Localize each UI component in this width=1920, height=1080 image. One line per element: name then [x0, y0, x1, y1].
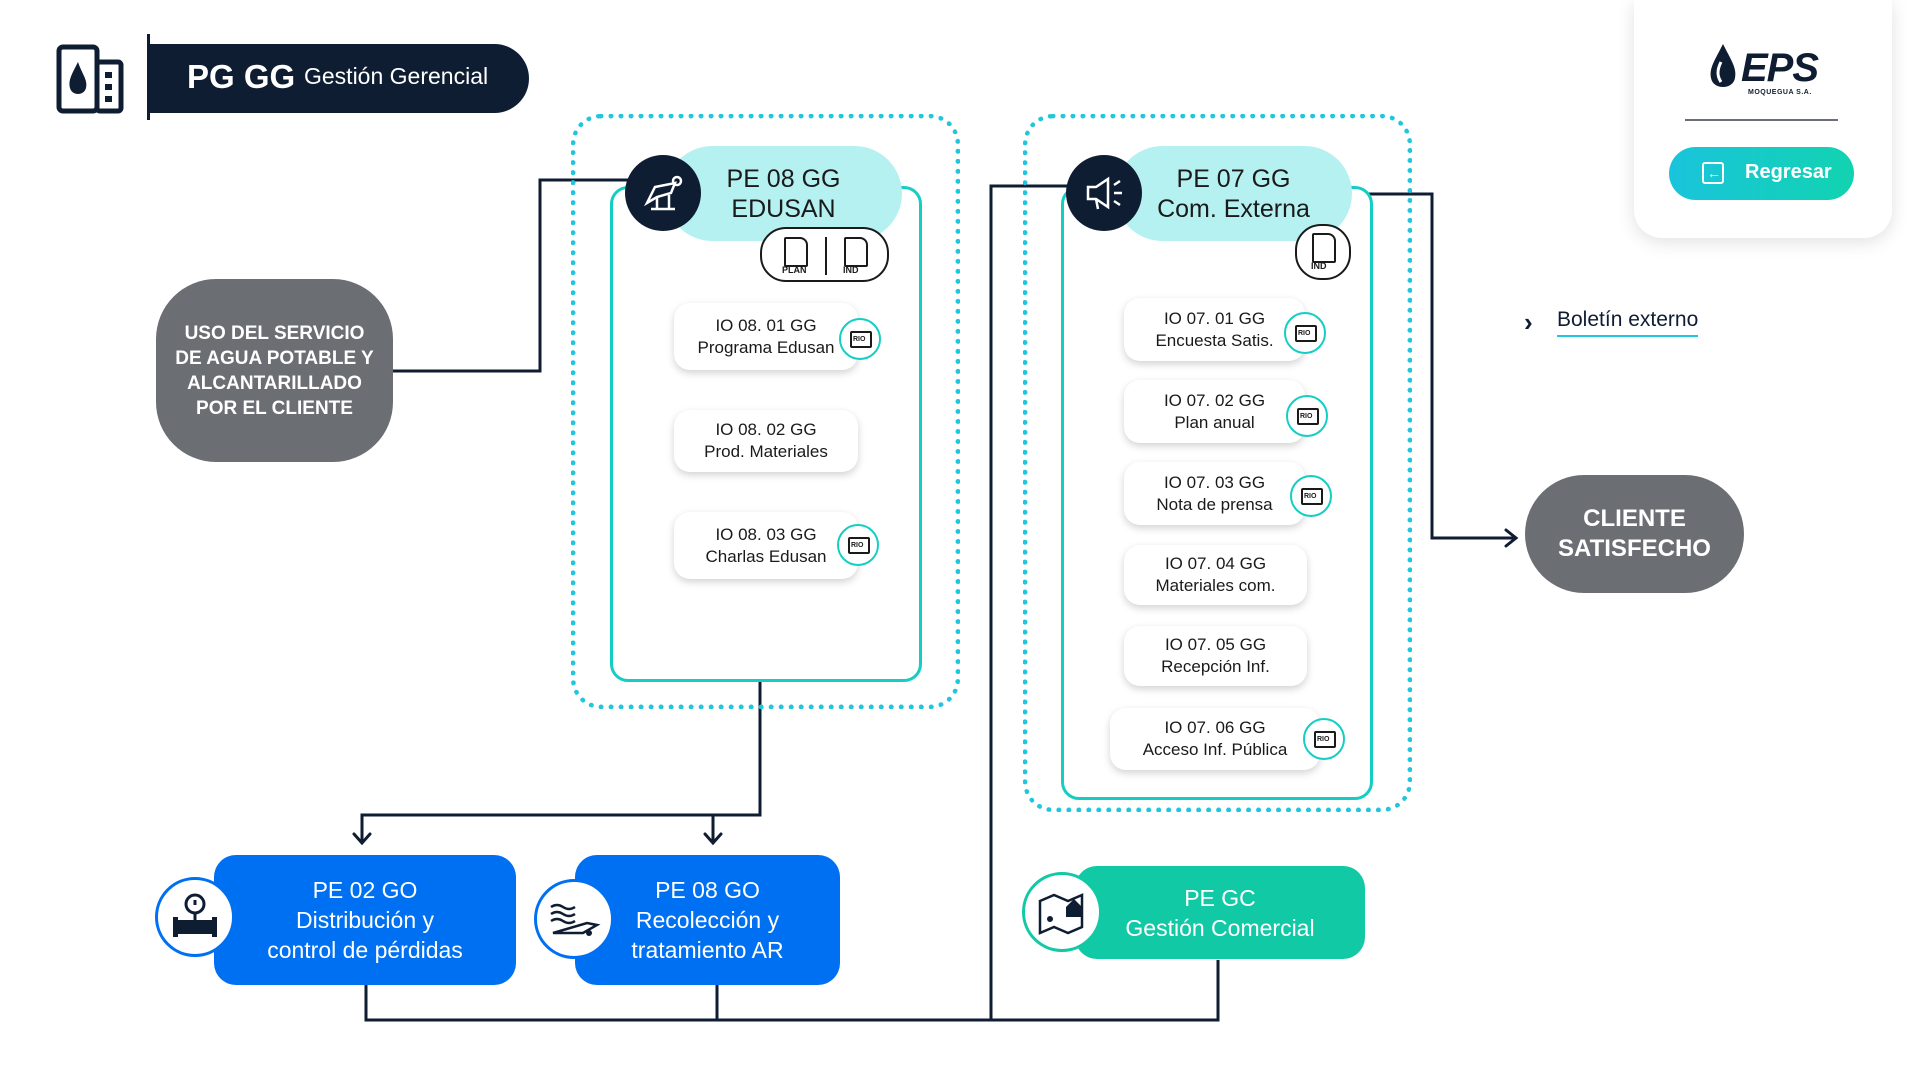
commercial-map-icon [1022, 872, 1102, 952]
megaphone-icon [1066, 155, 1142, 231]
item-name: Recepción Inf. [1161, 657, 1270, 676]
pe02-line2: control de pérdidas [267, 937, 463, 963]
pe02-process[interactable]: PE 02 GO Distribución y control de pérdi… [214, 855, 516, 985]
output-node-label: CLIENTE SATISFECHO [1558, 505, 1711, 562]
rio-folder-icon[interactable]: RIO [1284, 312, 1326, 354]
pe02-line1: Distribución y [295, 907, 435, 933]
pe08go-line1: Recolección y [635, 907, 780, 933]
edusan-item-2[interactable]: IO 08. 02 GG Prod. Materiales [674, 410, 858, 472]
pegc-process[interactable]: PE GC Gestión Comercial [1075, 866, 1365, 959]
comext-item-5[interactable]: IO 07. 05 GG Recepción Inf. [1124, 626, 1307, 686]
rio-folder-icon[interactable]: RIO [839, 318, 881, 360]
connector-edusan-down [360, 680, 762, 842]
item-name: Prod. Materiales [704, 442, 828, 461]
connector-bottom-bus [364, 960, 1220, 1022]
rio-label: RIO [851, 542, 864, 549]
rio-label: RIO [1298, 330, 1311, 337]
pe08go-code: PE 08 GO [655, 877, 760, 903]
comext-item-3[interactable]: IO 07. 03 GG Nota de prensa [1124, 462, 1305, 525]
edusan-doc-pill: PLAN IND [760, 227, 889, 282]
comext-item-4[interactable]: IO 07. 04 GG Materiales com. [1124, 545, 1307, 605]
comext-item-2[interactable]: IO 07. 02 GG Plan anual [1124, 380, 1305, 443]
header-divider [147, 34, 150, 120]
rio-label: RIO [1300, 413, 1313, 420]
item-code: IO 07. 06 GG [1164, 718, 1266, 737]
plan-doc-label: PLAN [782, 265, 807, 275]
comext-item-6[interactable]: IO 07. 06 GG Acceso Inf. Pública [1110, 708, 1320, 770]
back-arrow-icon: ← [1702, 162, 1724, 184]
rio-label: RIO [1317, 736, 1330, 743]
back-button[interactable]: ← Regresar [1669, 147, 1854, 200]
comext-item-1[interactable]: IO 07. 01 GG Encuesta Satis. [1124, 298, 1305, 361]
output-node: CLIENTE SATISFECHO [1525, 475, 1744, 593]
pegc-line1: Gestión Comercial [1125, 914, 1315, 941]
rio-folder-icon[interactable]: RIO [837, 524, 879, 566]
edusan-item-3[interactable]: IO 08. 03 GG Charlas Edusan [674, 512, 858, 579]
connector-bus-to-comext [989, 184, 1072, 1020]
edusan-code: PE 08 GG [726, 164, 841, 193]
item-name: Charlas Edusan [705, 546, 827, 566]
ind-doc-label: IND [1311, 261, 1327, 271]
rio-label: RIO [853, 336, 866, 343]
logo: EPS [1741, 46, 1819, 90]
pe08go-process[interactable]: PE 08 GO Recolección y tratamiento AR [575, 855, 840, 985]
rio-label: RIO [1304, 493, 1317, 500]
input-node-label: USO DEL SERVICIO DE AGUA POTABLE Y ALCAN… [175, 322, 374, 419]
edusan-process[interactable]: PE 08 GG EDUSAN [665, 146, 902, 241]
building-icon [56, 44, 126, 119]
item-code: IO 07. 05 GG [1164, 635, 1267, 654]
arrowhead-cliente [1504, 528, 1519, 548]
header-banner [149, 44, 529, 113]
arrowhead-pe02 [352, 832, 372, 846]
connector-input-to-edusan [393, 178, 632, 373]
ind-doc-icon[interactable] [1312, 233, 1336, 263]
pe02-code: PE 02 GO [312, 877, 418, 903]
item-name: Nota de prensa [1156, 494, 1273, 514]
item-name: Encuesta Satis. [1155, 330, 1274, 350]
chevron-right-icon: › [1524, 307, 1533, 337]
edusan-group [571, 114, 960, 709]
process-name: Gestión Gerencial [304, 63, 489, 89]
connector-comext-to-cliente [1365, 192, 1515, 540]
panel-divider [1685, 119, 1838, 121]
boletin-link[interactable]: Boletín externo [1557, 308, 1699, 337]
wastewater-icon [534, 879, 614, 959]
item-name: Acceso Inf. Pública [1142, 740, 1288, 759]
item-name: Materiales com. [1155, 576, 1276, 595]
plan-doc-icon[interactable] [784, 237, 808, 267]
item-name: Programa Edusan [697, 337, 835, 357]
item-code: IO 07. 04 GG [1164, 554, 1267, 573]
comext-group [1023, 114, 1412, 812]
item-code: IO 08. 02 GG [715, 420, 817, 439]
edusan-teaching-icon [625, 155, 701, 231]
back-button-label: Regresar [1745, 161, 1832, 183]
item-code: IO 07. 02 GG [1163, 390, 1266, 410]
comext-doc-pill: IND [1295, 224, 1351, 280]
arrowhead-pe08go [703, 832, 723, 846]
comext-name: Com. Externa [1157, 194, 1310, 223]
pe08go-line2: tratamiento AR [631, 937, 784, 963]
rio-folder-icon[interactable]: RIO [1286, 395, 1328, 437]
logo-drop-icon [1705, 42, 1741, 97]
edusan-name: EDUSAN [731, 194, 836, 223]
item-code: IO 08. 01 GG [715, 315, 817, 335]
logo-subtext: MOQUEGUA S.A. [1748, 89, 1812, 96]
rio-folder-icon[interactable]: RIO [1303, 718, 1345, 760]
item-code: IO 07. 01 GG [1163, 308, 1266, 328]
item-code: IO 08. 03 GG [715, 524, 817, 544]
input-node: USO DEL SERVICIO DE AGUA POTABLE Y ALCAN… [156, 279, 393, 462]
rio-folder-icon[interactable]: RIO [1290, 475, 1332, 517]
process-code: PG GG [187, 58, 296, 95]
pipe-gauge-icon [155, 877, 235, 957]
item-name: Plan anual [1174, 412, 1255, 432]
edusan-item-1[interactable]: IO 08. 01 GG Programa Edusan [674, 303, 858, 370]
item-code: IO 07. 03 GG [1163, 472, 1266, 492]
ind-doc-label: IND [843, 265, 859, 275]
doc-separator [825, 237, 827, 275]
ind-doc-icon[interactable] [844, 237, 868, 267]
comext-code: PE 07 GG [1176, 164, 1291, 193]
pegc-code: PE GC [1184, 884, 1256, 911]
